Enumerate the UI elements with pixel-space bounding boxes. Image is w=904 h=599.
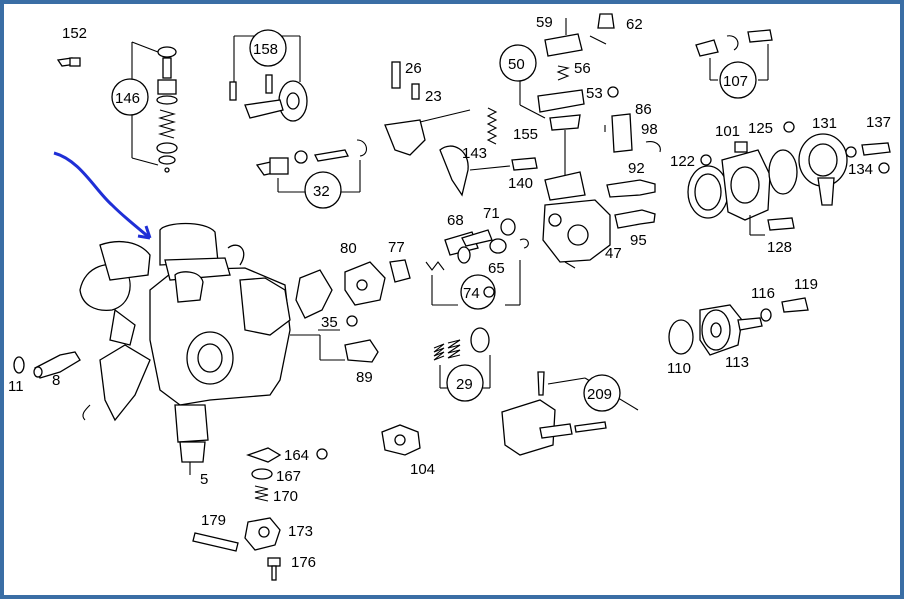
label-101: 101 bbox=[715, 123, 740, 140]
part-107-group bbox=[695, 29, 773, 81]
label-98: 98 bbox=[641, 121, 658, 138]
callout-circle-29 bbox=[446, 364, 484, 402]
part-164-176-stack bbox=[192, 447, 282, 581]
label-89: 89 bbox=[356, 369, 373, 386]
seal-mark-icon bbox=[878, 162, 890, 174]
label-80: 80 bbox=[340, 240, 357, 257]
label-23: 23 bbox=[425, 88, 442, 105]
label-92: 92 bbox=[628, 160, 645, 177]
label-152: 152 bbox=[62, 25, 87, 42]
label-56: 56 bbox=[574, 60, 591, 77]
control-lever-group bbox=[384, 107, 538, 197]
label-11: 11 bbox=[8, 378, 24, 395]
label-74: 74 bbox=[463, 285, 480, 302]
label-35: 35 bbox=[321, 314, 338, 331]
label-62: 62 bbox=[626, 16, 643, 33]
label-116: 116 bbox=[751, 285, 775, 302]
part-146-valve-stack bbox=[131, 41, 178, 173]
label-5: 5 bbox=[200, 471, 208, 488]
label-110: 110 bbox=[667, 360, 691, 377]
seal-marks bbox=[316, 86, 890, 460]
seal-mark-icon bbox=[346, 315, 358, 327]
label-53: 53 bbox=[586, 85, 603, 102]
seal-mark-icon bbox=[783, 121, 795, 133]
label-137: 137 bbox=[866, 114, 891, 131]
label-146: 146 bbox=[115, 90, 140, 107]
label-47: 47 bbox=[605, 245, 622, 262]
injection-pump-assembly bbox=[79, 222, 291, 475]
label-122: 122 bbox=[670, 153, 695, 170]
label-164: 164 bbox=[284, 447, 309, 464]
callout-circle-158 bbox=[249, 29, 287, 67]
label-209: 209 bbox=[587, 386, 612, 403]
callout-circle-107 bbox=[719, 61, 757, 99]
label-29: 29 bbox=[456, 376, 473, 393]
label-86: 86 bbox=[635, 101, 652, 118]
label-128: 128 bbox=[767, 239, 792, 256]
part-68-74-group bbox=[425, 218, 529, 306]
label-173: 173 bbox=[288, 523, 313, 540]
part-113-group bbox=[668, 297, 809, 356]
label-158: 158 bbox=[253, 41, 278, 58]
label-125: 125 bbox=[748, 120, 773, 137]
callout-circles bbox=[111, 29, 757, 412]
label-179: 179 bbox=[201, 512, 226, 529]
label-119: 119 bbox=[794, 276, 818, 293]
part-80-77-35-89 bbox=[290, 259, 411, 363]
part-101-131-housing bbox=[687, 133, 891, 236]
seal-mark-icon bbox=[316, 448, 328, 460]
callout-circle-50 bbox=[499, 44, 537, 82]
label-131: 131 bbox=[812, 115, 837, 132]
label-68: 68 bbox=[447, 212, 464, 229]
label-65: 65 bbox=[488, 260, 505, 277]
part-158-group bbox=[229, 35, 308, 122]
label-104: 104 bbox=[410, 461, 435, 478]
label-95: 95 bbox=[630, 232, 647, 249]
part-32-group bbox=[255, 139, 367, 193]
label-107: 107 bbox=[723, 73, 748, 90]
label-77: 77 bbox=[388, 239, 405, 256]
label-113: 113 bbox=[725, 354, 749, 371]
seal-mark-icon bbox=[700, 154, 712, 166]
part-26-23-screws bbox=[391, 61, 420, 100]
label-71: 71 bbox=[483, 205, 500, 222]
callout-circle-74 bbox=[460, 274, 496, 310]
part-29-springs bbox=[433, 327, 491, 389]
pump-head-assembly bbox=[542, 113, 661, 269]
highlight-arrow bbox=[53, 151, 152, 240]
label-134: 134 bbox=[848, 161, 873, 178]
label-176: 176 bbox=[291, 554, 316, 571]
label-32: 32 bbox=[313, 183, 330, 200]
part-209-group bbox=[501, 371, 639, 456]
label-143: 143 bbox=[462, 145, 487, 162]
label-8: 8 bbox=[52, 372, 60, 389]
part-8-lever bbox=[13, 351, 81, 379]
part-104-bracket bbox=[381, 424, 421, 456]
seal-mark-icon bbox=[483, 286, 495, 298]
part-50-governor-group bbox=[519, 13, 615, 175]
label-26: 26 bbox=[405, 60, 422, 77]
label-50: 50 bbox=[508, 56, 525, 73]
part-labels: 152 146 158 26 23 59 62 50 56 53 86 98 1… bbox=[8, 14, 891, 571]
part-152-screw bbox=[56, 57, 81, 67]
label-140: 140 bbox=[508, 175, 533, 192]
label-170: 170 bbox=[273, 488, 298, 505]
callout-circle-32 bbox=[304, 171, 342, 209]
label-59: 59 bbox=[536, 14, 553, 31]
callout-circle-209 bbox=[583, 374, 621, 412]
label-155: 155 bbox=[513, 126, 538, 143]
label-167: 167 bbox=[276, 468, 301, 485]
callout-circle-146 bbox=[111, 78, 149, 116]
seal-mark-icon bbox=[607, 86, 619, 98]
